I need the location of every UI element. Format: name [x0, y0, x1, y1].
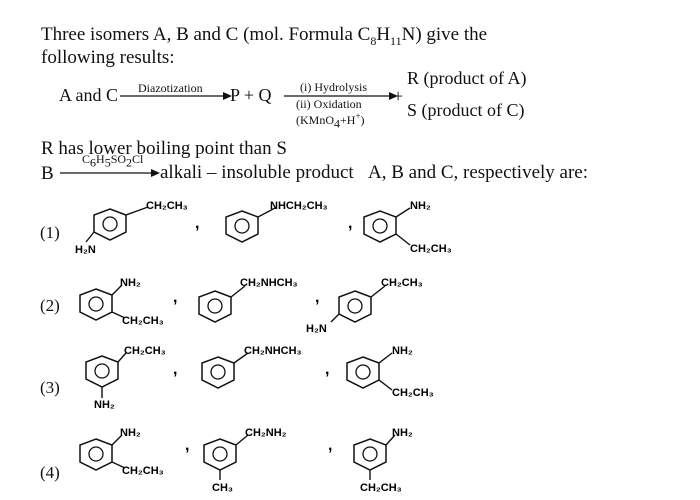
hydrolysis-step: (i) Hydrolysis [300, 80, 367, 94]
option-1-structure-b: NHCH₂CH₃ [225, 200, 328, 243]
opt1-a-top: CH₂CH₃ [146, 200, 188, 212]
svg-text:,: , [325, 361, 329, 378]
opt4-c-bottom: CH₂CH₃ [360, 482, 402, 494]
option-2-structure-c: CH₂CH₃ H₂N [306, 277, 423, 335]
svg-text:,: , [315, 289, 319, 306]
option-1-structure-c: NH₂ CH₂CH₃ [363, 200, 452, 255]
question-line-2: following results: [41, 47, 175, 68]
option-2-structure-b: CH₂NHCH₃ [198, 277, 298, 323]
opt4-a-top: NH₂ [120, 427, 141, 439]
option-1-label[interactable]: (1) [40, 223, 60, 242]
reactants-a-and-c: A and C [59, 85, 119, 105]
boiling-point-statement: R has lower boiling point than S [41, 138, 287, 159]
option-4-structure-c: NH₂ CH₂CH₃ [353, 427, 413, 494]
svg-text:,: , [328, 437, 332, 454]
option-3-structure-b: CH₂NHCH₃ [201, 345, 302, 389]
opt3-a-bottom: NH₂ [94, 399, 115, 411]
benzenesulfonyl-chloride-label: C6H5SO2Cl [82, 152, 144, 170]
option-2-structure-a: NH₂ CH₂CH₃ [79, 277, 164, 327]
opt4-c-top: NH₂ [392, 427, 413, 439]
option-3-structures: CH₂CH₃ NH₂ , CH₂NHCH₃ , NH₂ CH₂CH₃ [85, 345, 434, 411]
opt2-c-side: H₂N [306, 323, 327, 335]
reactant-b: B [41, 163, 54, 184]
product-r: R (product of A) [407, 68, 527, 88]
svg-text:,: , [173, 361, 177, 378]
option-4-label[interactable]: (4) [40, 463, 60, 482]
opt4-b-bottom: CH₃ [212, 482, 233, 494]
opt2-a-bottom: CH₂CH₃ [122, 315, 164, 327]
opt3-c-bottom: CH₂CH₃ [392, 387, 434, 399]
option-4-structures: NH₂ CH₂CH₃ , CH₂NH₂ CH₃ , NH₂ CH₂CH₃ [79, 427, 413, 494]
reaction-arrow-2 [284, 92, 398, 100]
option-1-structures: CH₂CH₃ H₂N , NHCH₂CH₃ , NH₂ CH₂CH₃ [75, 200, 452, 256]
option-4-structure-b: CH₂NH₂ CH₃ [203, 427, 287, 494]
reaction-arrow-1 [120, 92, 232, 100]
option-1-structure-a: CH₂CH₃ H₂N [75, 200, 188, 256]
option-3-structure-c: NH₂ CH₂CH₃ [346, 345, 434, 399]
answer-prompt: A, B and C, respectively are: [368, 162, 589, 183]
products-p-q: P + Q [230, 85, 272, 105]
svg-text:,: , [348, 215, 352, 232]
opt1-b-top: NHCH₂CH₃ [270, 200, 328, 212]
opt4-a-bottom: CH₂CH₃ [122, 465, 164, 477]
svg-text:,: , [173, 289, 177, 306]
opt2-b-top: CH₂NHCH₃ [240, 277, 298, 289]
oxidation-step: (ii) Oxidation [296, 97, 362, 111]
alkali-insoluble-product: alkali – insoluble product [160, 162, 354, 183]
option-4-structure-a: NH₂ CH₂CH₃ [79, 427, 164, 477]
opt2-c-top: CH₂CH₃ [381, 277, 423, 289]
plus-sign: + [393, 86, 404, 106]
option-2-structures: NH₂ CH₂CH₃ , CH₂NHCH₃ , CH₂CH₃ H₂N [79, 277, 423, 335]
opt3-b-top: CH₂NHCH₃ [244, 345, 302, 357]
opt3-c-top: NH₂ [392, 345, 413, 357]
diazotization-label: Diazotization [138, 81, 203, 95]
kmno4-step: (KMnO4+H+) [296, 111, 365, 131]
option-2-label[interactable]: (2) [40, 296, 60, 315]
question-line-1: Three isomers A, B and C (mol. Formula C… [41, 24, 488, 48]
opt1-c-top: NH₂ [410, 200, 431, 212]
option-3-label[interactable]: (3) [40, 378, 60, 397]
svg-text:,: , [185, 437, 189, 454]
opt3-a-top: CH₂CH₃ [124, 345, 166, 357]
opt1-c-bottom: CH₂CH₃ [410, 243, 452, 255]
opt1-a-side: H₂N [75, 244, 96, 256]
opt2-a-top: NH₂ [120, 277, 141, 289]
product-s: S (product of C) [407, 100, 525, 120]
opt4-b-top: CH₂NH₂ [245, 427, 287, 439]
svg-text:,: , [195, 215, 199, 232]
reaction-arrow-3 [60, 169, 160, 177]
option-3-structure-a: CH₂CH₃ NH₂ [85, 345, 166, 411]
